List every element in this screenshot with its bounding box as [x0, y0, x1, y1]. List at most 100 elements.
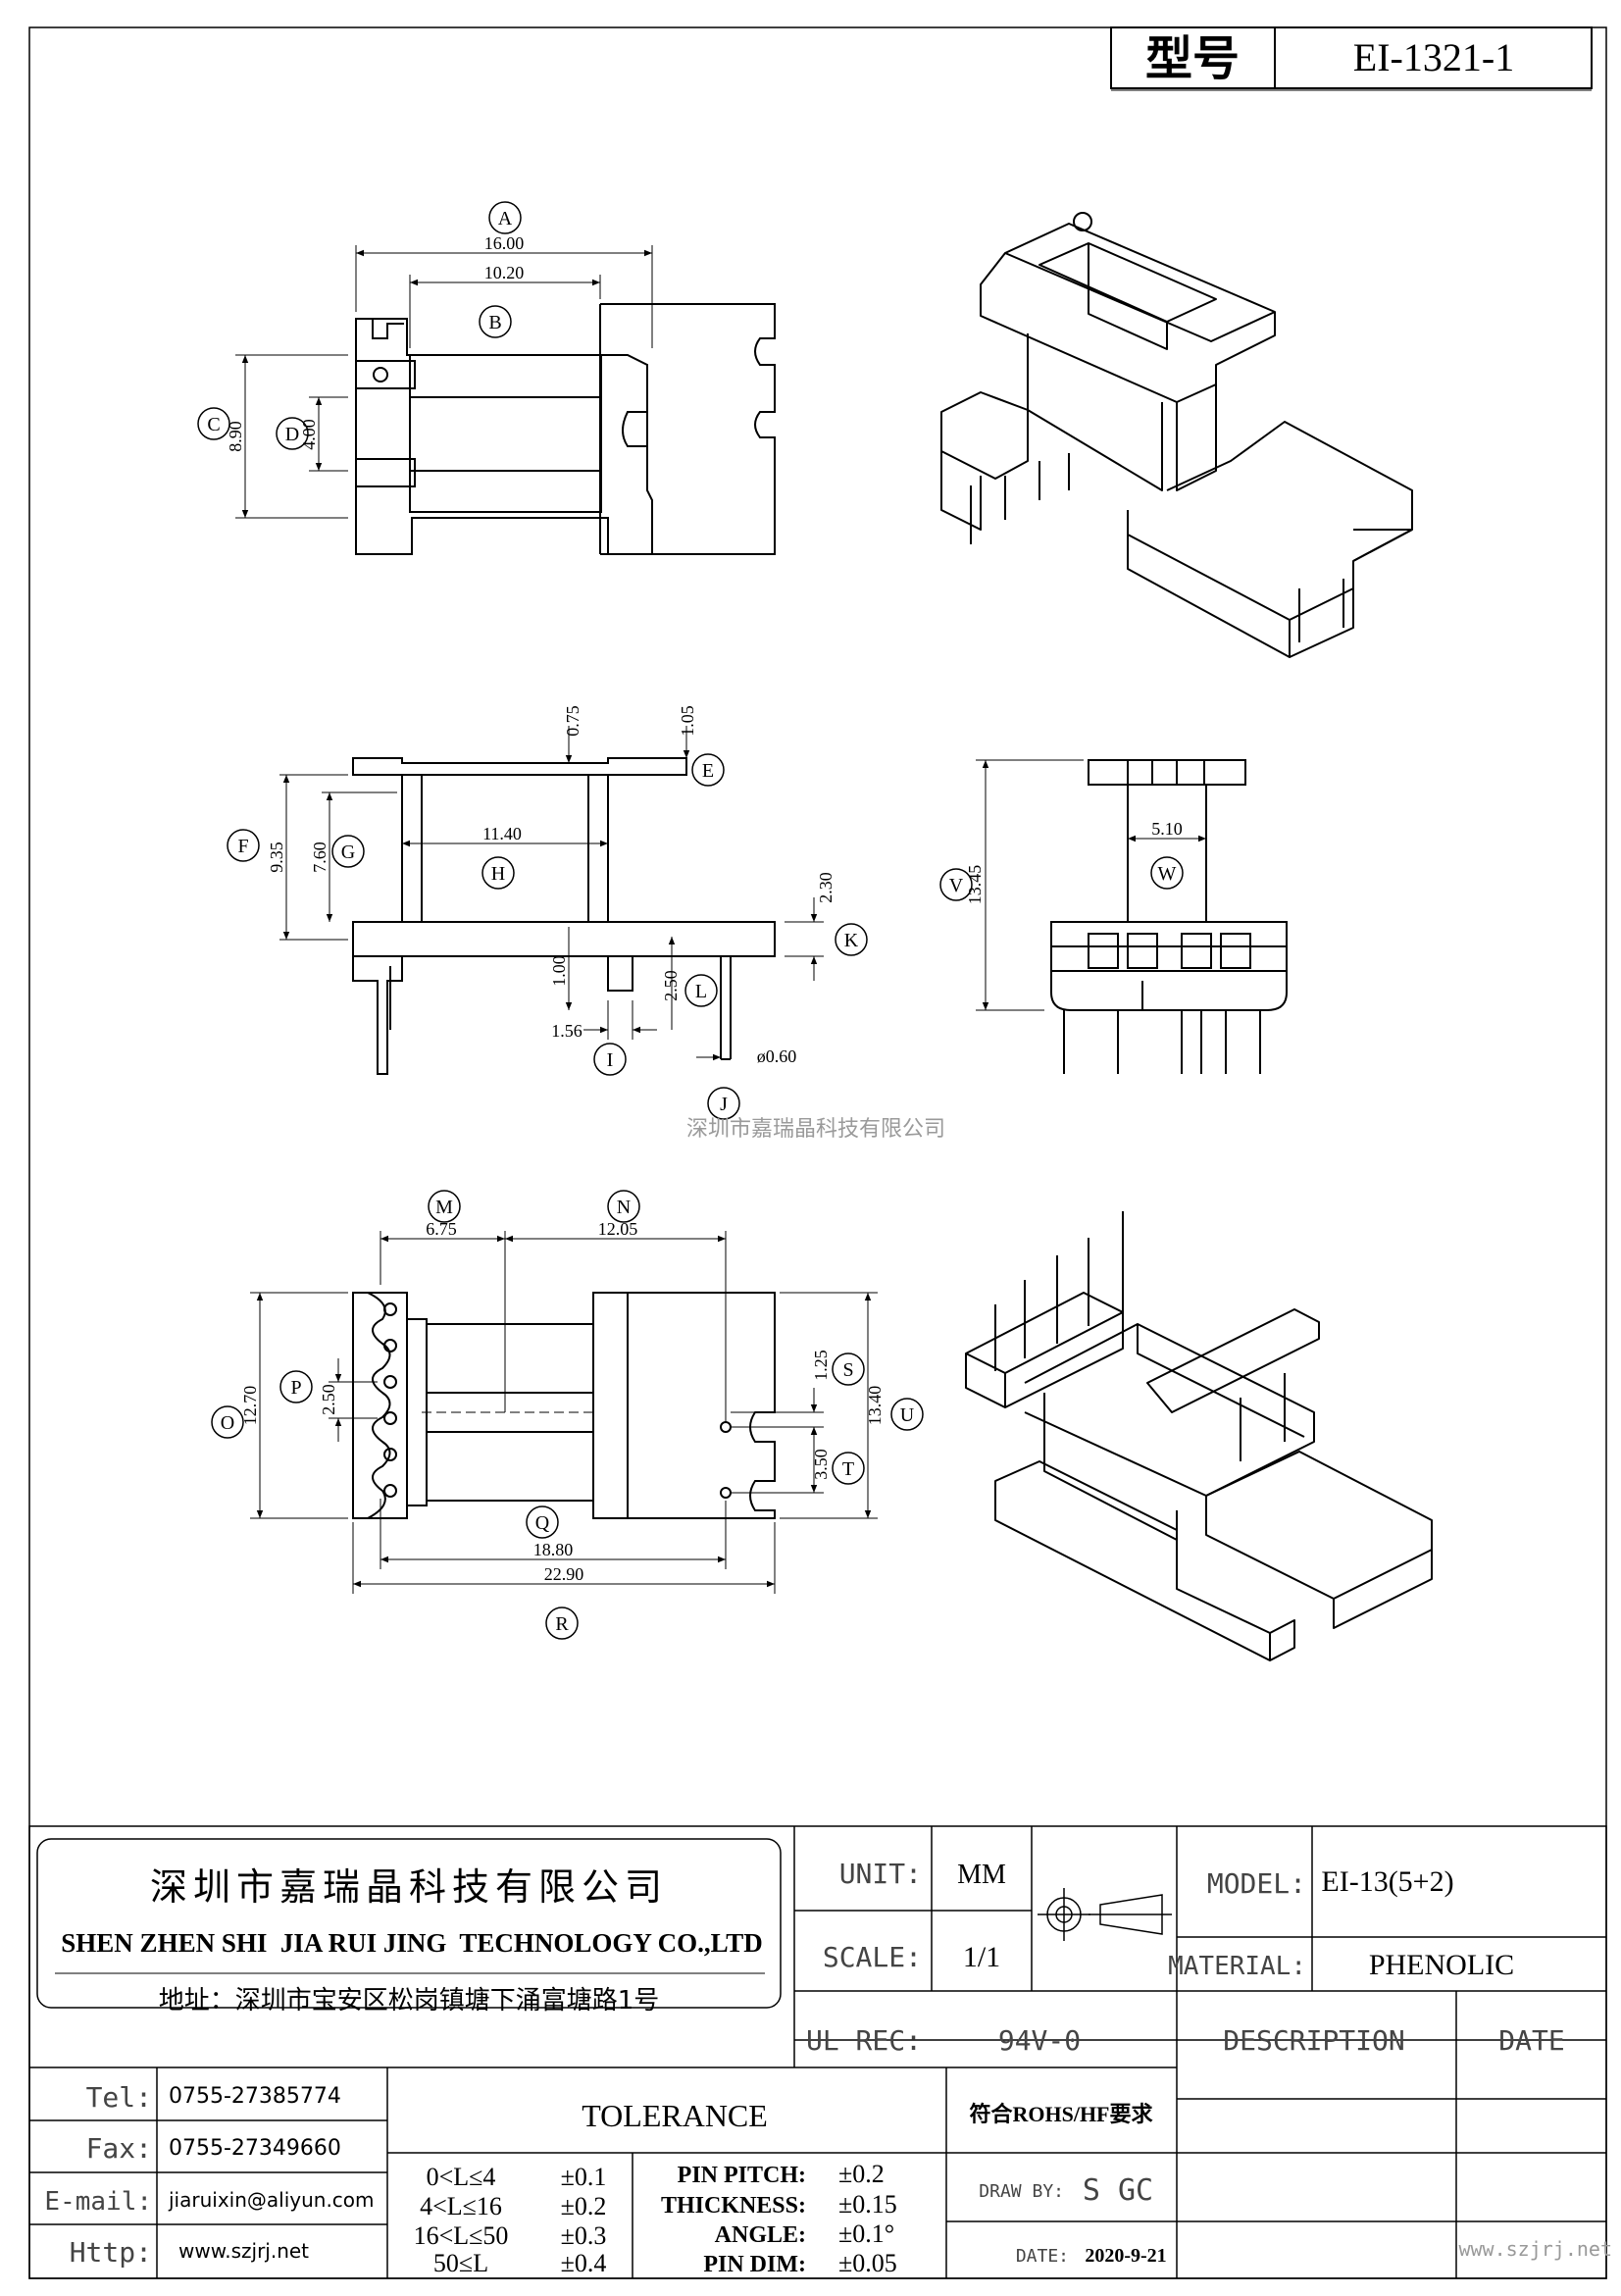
dim-n: 12.05: [598, 1219, 638, 1239]
dim-v: 13.45: [965, 865, 985, 905]
label-circle-j: J: [720, 1094, 728, 1115]
side-view-dims: [279, 726, 824, 1061]
label-circle-l: L: [695, 981, 707, 1002]
label-circle-c: C: [207, 414, 220, 435]
dim-h: 11.40: [482, 824, 522, 843]
spec-tol-1: ±0.2: [838, 2160, 885, 2188]
label-circle-o: O: [221, 1412, 234, 1434]
tel-value: 0755-27385774: [169, 2084, 341, 2109]
scale-value: 1/1: [963, 1941, 1000, 1973]
dim-k: 2.30: [816, 872, 836, 903]
model-label: MODEL:: [1207, 1867, 1306, 1900]
label-circle-p: P: [290, 1377, 301, 1399]
model-header-label: 型号: [1145, 31, 1240, 86]
spec-name-4: PIN DIM:: [703, 2252, 806, 2277]
tolerance-range-3: 16<L≤50: [414, 2221, 509, 2250]
dim-w: 5.10: [1151, 819, 1183, 839]
dim-t: 3.50: [811, 1449, 831, 1480]
sheet-frame: [28, 26, 1607, 2279]
dim-s: 1.25: [811, 1350, 831, 1381]
company-name-en: SHEN ZHEN SHI JIA RUI JING TECHNOLOGY CO…: [61, 1928, 762, 1958]
unit-label: UNIT:: [839, 1858, 922, 1890]
description-label: DESCRIPTION: [1223, 2024, 1404, 2057]
tel-label: Tel:: [86, 2081, 152, 2114]
ul-label: UL REC:: [806, 2024, 922, 2057]
front-view-dims: [976, 759, 1206, 1011]
date-column-label: DATE: [1498, 2024, 1564, 2057]
model-header-number: EI-1321-1: [1353, 35, 1514, 79]
top-view-labels: [197, 201, 522, 450]
dim-m: 6.75: [426, 1219, 457, 1239]
label-circle-n: N: [617, 1197, 631, 1218]
date-value: 2020-9-21: [1085, 2245, 1166, 2267]
dim-r: 22.90: [544, 1564, 584, 1584]
watermark-center: 深圳市嘉瑞晶科技有限公司: [686, 1117, 945, 1142]
bottom-view: [352, 1292, 776, 1519]
label-circle-e: E: [702, 760, 714, 782]
dim-q: 18.80: [533, 1540, 574, 1559]
label-circle-b: B: [488, 312, 501, 333]
draw-by-label: DRAW BY:: [979, 2181, 1064, 2202]
rohs-note: 符合ROHS/HF要求: [969, 2102, 1152, 2126]
label-circle-v: V: [949, 875, 964, 896]
scale-label: SCALE:: [823, 1941, 922, 1973]
draw-by-value: S GC: [1083, 2173, 1153, 2208]
dim-mid-100: 1.00: [549, 955, 569, 987]
spec-name-1: PIN PITCH:: [678, 2163, 806, 2188]
fax-value: 0755-27349660: [169, 2136, 341, 2161]
top-view-dims: [235, 245, 653, 519]
label-circle-w: W: [1158, 863, 1177, 885]
label-circle-i: I: [607, 1049, 614, 1071]
tolerance-range-2: 4<L≤16: [420, 2192, 502, 2220]
dim-j: ø0.60: [757, 1046, 797, 1066]
ul-value: 94V-0: [998, 2024, 1081, 2057]
dim-g: 7.60: [310, 842, 329, 873]
dim-u: 13.40: [865, 1386, 885, 1426]
fax-label: Fax:: [86, 2132, 152, 2165]
watermark-corner: www.szjrj.net: [1458, 2237, 1612, 2261]
label-circle-r: R: [555, 1613, 569, 1635]
tolerance-title: TOLERANCE: [582, 2098, 768, 2133]
front-view-labels: [939, 856, 1184, 901]
tolerance-range-1: 0<L≤4: [427, 2163, 496, 2191]
bottom-view-dims: [250, 1231, 878, 1594]
label-circle-t: T: [842, 1458, 854, 1480]
label-circle-d: D: [285, 424, 299, 445]
dim-a: 16.00: [484, 233, 525, 253]
bottom-view-labels: [211, 1190, 924, 1640]
dim-i: 1.56: [551, 1021, 583, 1041]
tolerance-value-2: ±0.2: [561, 2192, 607, 2220]
dim-p: 2.50: [319, 1384, 338, 1415]
tolerance-value-4: ±0.4: [561, 2249, 607, 2277]
dim-l: 2.50: [661, 970, 681, 1001]
iso-view-top: [940, 212, 1413, 658]
email-label: E-mail:: [44, 2187, 152, 2217]
tolerance-value-3: ±0.3: [561, 2221, 607, 2250]
title-block-grid: [29, 1826, 1606, 2278]
dim-b: 10.20: [484, 263, 525, 282]
projection-symbol-icon: [1038, 1888, 1172, 1941]
label-circle-u: U: [900, 1404, 915, 1426]
label-circle-m: M: [435, 1197, 453, 1218]
side-view-labels: [227, 753, 868, 1120]
label-circle-s: S: [842, 1359, 853, 1381]
label-circle-q: Q: [535, 1512, 550, 1534]
label-circle-a: A: [498, 208, 513, 230]
email-value: jiaruixin@aliyun.com: [168, 2188, 375, 2212]
dim-top-105: 1.05: [678, 705, 697, 737]
label-circle-f: F: [237, 836, 248, 857]
label-circle-g: G: [341, 842, 355, 863]
tolerance-range-4: 50≤L: [433, 2249, 488, 2277]
label-circle-k: K: [844, 930, 859, 951]
model-value: EI-13(5+2): [1321, 1865, 1453, 1898]
material-value: PHENOLIC: [1369, 1949, 1514, 1981]
top-view: [355, 303, 776, 555]
front-view: [1050, 759, 1288, 1074]
company-address: 地址：深圳市宝安区松岗镇塘下涌富塘路1号: [159, 1986, 660, 2015]
dim-c: 8.90: [226, 421, 245, 452]
http-label: Http:: [70, 2236, 152, 2269]
spec-tol-2: ±0.15: [838, 2190, 897, 2219]
spec-name-2: THICKNESS:: [661, 2193, 806, 2219]
